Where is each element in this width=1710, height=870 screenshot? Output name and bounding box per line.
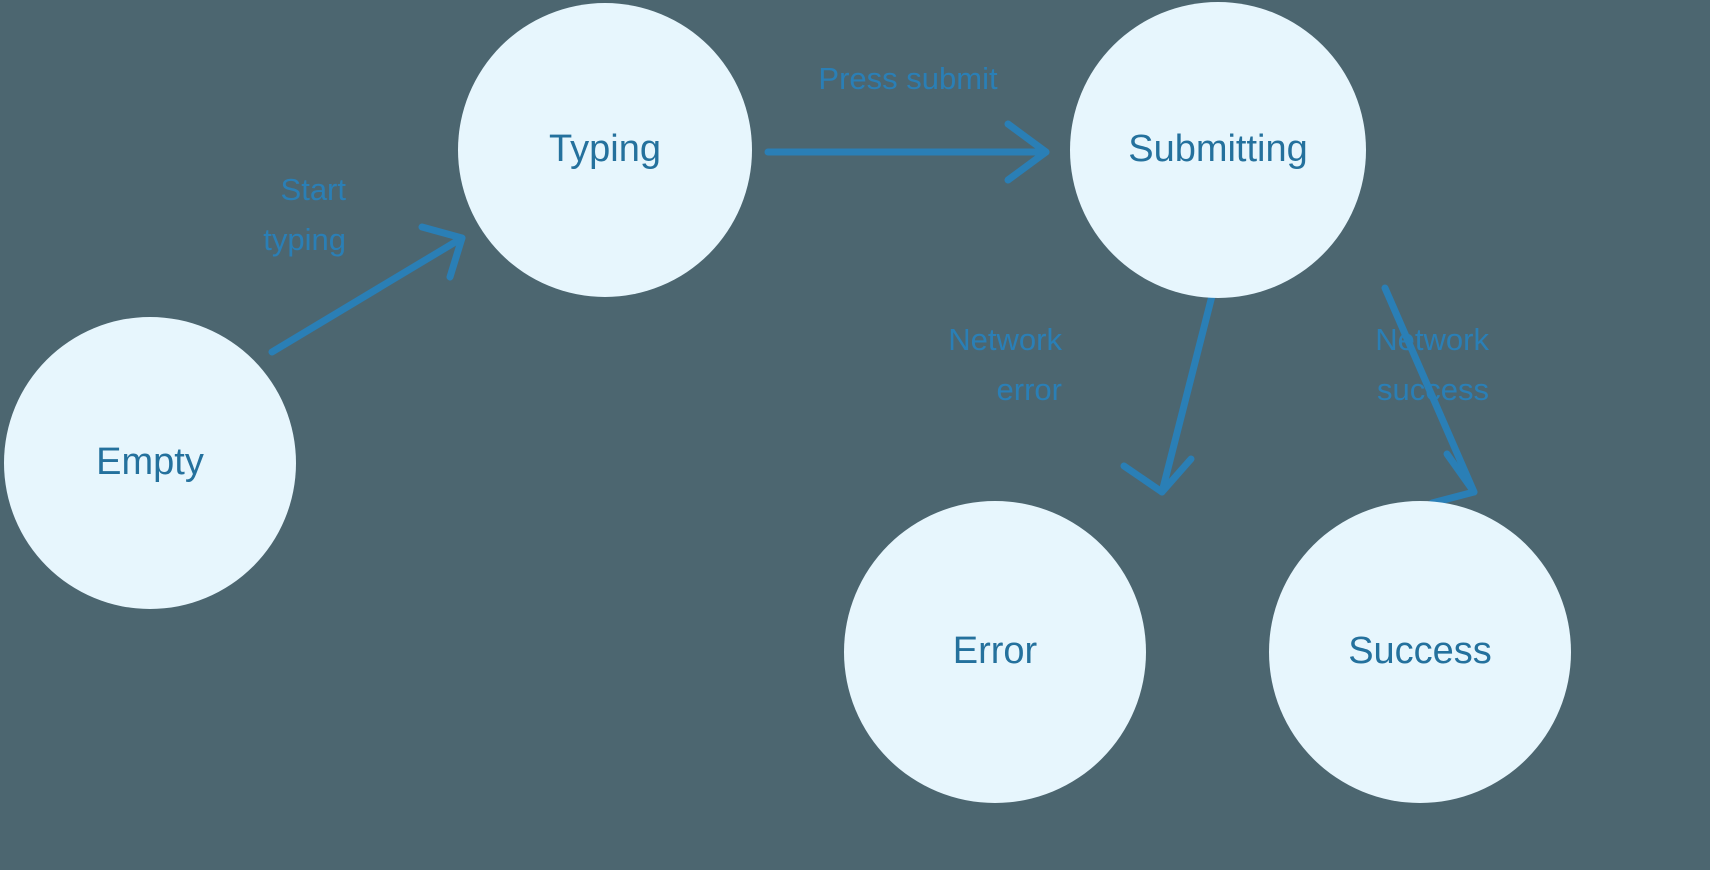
arrowhead-icon-empty-to-typing (418, 223, 466, 281)
state-node-label-error: Error (953, 630, 1038, 672)
edge-submitting-to-error (1120, 284, 1218, 496)
edge-label-line: error (997, 372, 1062, 407)
edges-layer (268, 120, 1478, 507)
edge-line-submitting-to-success (1381, 284, 1478, 496)
state-node-circle-typing[interactable] (458, 3, 752, 297)
state-node-submitting[interactable]: Submitting (1070, 2, 1366, 298)
edge-label-line: typing (263, 222, 346, 257)
edge-submitting-to-success (1381, 284, 1478, 507)
state-node-circle-submitting[interactable] (1070, 2, 1366, 298)
state-node-typing[interactable]: Typing (458, 3, 752, 297)
arrowhead-icon-submitting-to-error (1120, 455, 1195, 496)
state-node-circle-success[interactable] (1269, 501, 1571, 803)
edge-label-submitting-to-success: Network success (1375, 322, 1489, 407)
edge-line-submitting-to-error (1158, 284, 1218, 496)
edge-label-empty-to-typing: Start typing (263, 172, 346, 257)
state-node-circle-empty[interactable] (4, 317, 296, 609)
state-node-error[interactable]: Error (844, 501, 1146, 803)
edge-typing-to-submitting (764, 120, 1050, 184)
arrowhead-icon-submitting-to-success (1428, 450, 1478, 507)
state-node-label-success: Success (1348, 630, 1492, 672)
edge-label-line: Network (1375, 322, 1489, 357)
edge-empty-to-typing (268, 223, 466, 356)
state-node-success[interactable]: Success (1269, 501, 1571, 803)
state-node-circle-error[interactable] (844, 501, 1146, 803)
edge-label-submitting-to-error: Network error (948, 322, 1062, 407)
state-node-label-empty: Empty (96, 441, 204, 483)
state-node-label-submitting: Submitting (1128, 128, 1308, 170)
edge-label-line: Start (281, 172, 347, 207)
state-node-empty[interactable]: Empty (4, 317, 296, 609)
state-node-label-typing: Typing (549, 128, 661, 170)
edge-label-typing-to-submitting: Press submit (818, 61, 998, 96)
edge-label-line: Press submit (818, 61, 998, 96)
arrowhead-icon-typing-to-submitting (1004, 120, 1050, 184)
edge-label-line: success (1377, 372, 1489, 407)
edge-label-line: Network (948, 322, 1062, 357)
edge-line-empty-to-typing (268, 234, 466, 356)
